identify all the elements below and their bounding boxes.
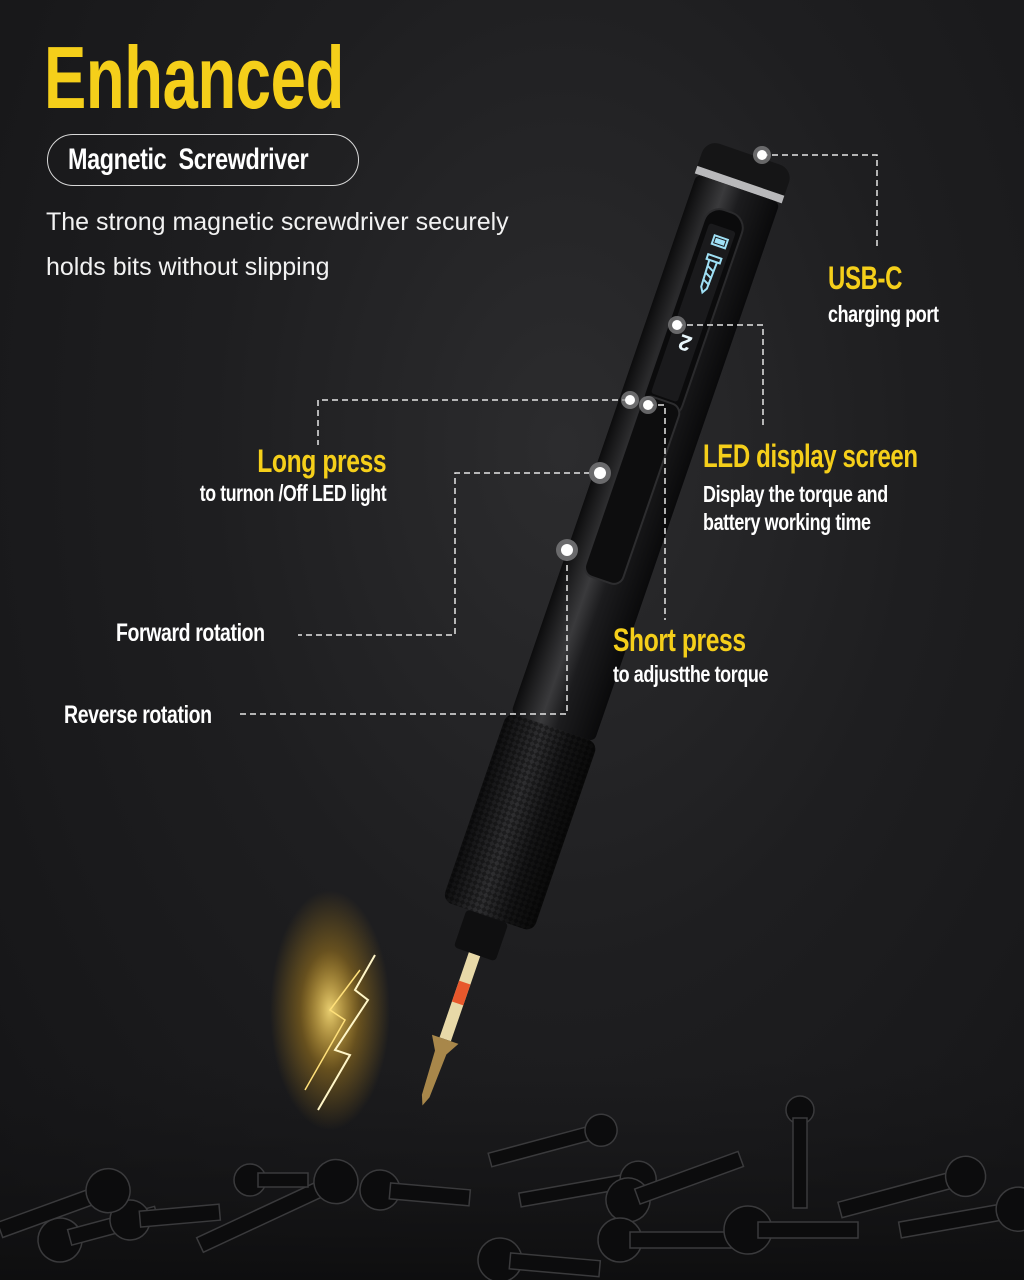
short-press-title: Short press	[613, 622, 746, 658]
screwdriver-body: 2	[421, 143, 790, 1106]
description-line-1: The strong magnetic screwdriver securely	[46, 208, 509, 236]
reverse-rotation-leader-line	[238, 555, 568, 715]
battery-icon	[710, 233, 730, 250]
description-line-2: holds bits without slipping	[46, 253, 330, 281]
callout-dots	[556, 146, 771, 561]
led-display-title: LED display screen	[703, 438, 918, 474]
screw-icon	[700, 252, 723, 295]
led-display-leader-line	[677, 324, 764, 428]
product-name-label: Magnetic Screwdriver	[68, 143, 309, 176]
headline: Enhanced	[44, 28, 344, 127]
forward-rotation-leader-line	[298, 472, 600, 636]
led-display-subtitle-line-2: battery working time	[703, 509, 871, 535]
long-press-title: Long press	[257, 443, 386, 479]
led-display-callout: LED display screen Display the torque an…	[703, 438, 989, 536]
bit-collet	[454, 910, 508, 961]
product-description: The strong magnetic screwdriver securely…	[46, 200, 566, 290]
reverse-rotation-label: Reverse rotation	[64, 701, 212, 729]
product-name-pill: Magnetic Screwdriver	[47, 134, 359, 186]
short-press-callout: Short press to adjustthe torque	[613, 622, 812, 688]
usb-c-callout: USB-C charging port	[828, 260, 970, 328]
forward-rotation-label: Forward rotation	[116, 619, 265, 647]
long-press-callout: Long press to turnon /Off LED light	[144, 443, 386, 507]
metal-ring	[694, 165, 785, 204]
short-press-subtitle: to adjustthe torque	[613, 661, 769, 687]
usb-c-title: USB-C	[828, 260, 903, 296]
long-press-subtitle: to turnon /Off LED light	[199, 480, 386, 506]
usb-c-leader-line	[762, 154, 878, 250]
led-display-subtitle-line-1: Display the torque and	[703, 481, 888, 507]
driven-screw	[421, 1034, 459, 1106]
long-press-leader-line	[317, 399, 628, 445]
scattered-screws	[0, 1095, 1024, 1280]
button-panel	[584, 395, 681, 585]
usb-c-subtitle: charging port	[828, 301, 939, 327]
